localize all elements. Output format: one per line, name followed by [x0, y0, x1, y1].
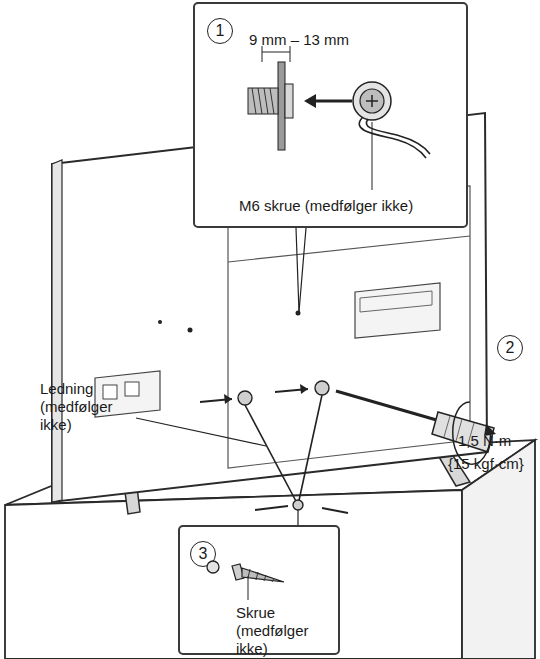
wire — [298, 395, 322, 505]
screw-slot — [366, 95, 378, 107]
strap-ring — [353, 82, 391, 120]
strap-ring — [315, 381, 329, 395]
callout-text: M6 skrue (medfølger ikke) — [239, 197, 413, 215]
leader-line — [136, 418, 266, 446]
screw-hole — [158, 320, 162, 324]
part-label: 1,5 N·m — [458, 432, 511, 450]
screw-head — [285, 84, 293, 118]
screw-head — [232, 564, 244, 580]
wire — [366, 119, 430, 154]
step-number: 2 — [497, 335, 523, 361]
washer — [207, 561, 219, 573]
insert-arrow — [255, 506, 288, 510]
dimension-tick — [262, 46, 263, 62]
screw — [322, 508, 348, 513]
screw-hole — [188, 328, 193, 333]
tv-edge — [52, 160, 62, 502]
terminal — [103, 385, 117, 399]
strap-ring — [238, 391, 252, 405]
wire — [359, 118, 426, 158]
screw-hole — [296, 311, 301, 316]
leader-line — [299, 228, 306, 312]
connector — [360, 291, 432, 312]
dimension-line — [262, 52, 290, 53]
panel-line — [228, 236, 470, 262]
screw-head — [360, 89, 384, 113]
insert-arrow — [312, 100, 352, 103]
wall-plate — [278, 62, 285, 150]
callout-text: Skrue (medfølger ikke) — [236, 604, 340, 658]
stand-front — [5, 490, 462, 659]
screwdriver-shaft — [336, 391, 440, 421]
arrow-head — [224, 394, 232, 404]
callout-number: 1 — [207, 18, 233, 44]
callout-box: 3Skrue (medfølger ikke) — [178, 525, 340, 655]
arrow-head — [300, 384, 308, 394]
leader-line — [372, 122, 373, 190]
thread-lines — [248, 569, 274, 582]
callout-number: 3 — [190, 541, 216, 567]
leader-line — [248, 576, 249, 600]
dimension-tick — [290, 46, 291, 62]
leader-line — [296, 228, 299, 312]
leader-line — [297, 510, 298, 525]
callout-box: 1 9 mm – 13 mm M6 skrue (medfølger ikke) — [193, 2, 468, 228]
stand-side — [462, 440, 535, 659]
part-label: {15 kgf·cm} — [448, 455, 524, 473]
screw-thread — [248, 88, 278, 114]
callout-text: 9 mm – 13 mm — [249, 31, 349, 49]
stand-screw — [293, 500, 303, 510]
connector-recess — [355, 283, 440, 338]
wire — [245, 405, 298, 505]
part-label: Ledning (medfølger ikke) — [40, 380, 138, 434]
arrow-head — [304, 94, 316, 108]
screw-shaft — [242, 568, 284, 582]
thread-lines — [252, 88, 274, 114]
terminal — [125, 382, 139, 396]
